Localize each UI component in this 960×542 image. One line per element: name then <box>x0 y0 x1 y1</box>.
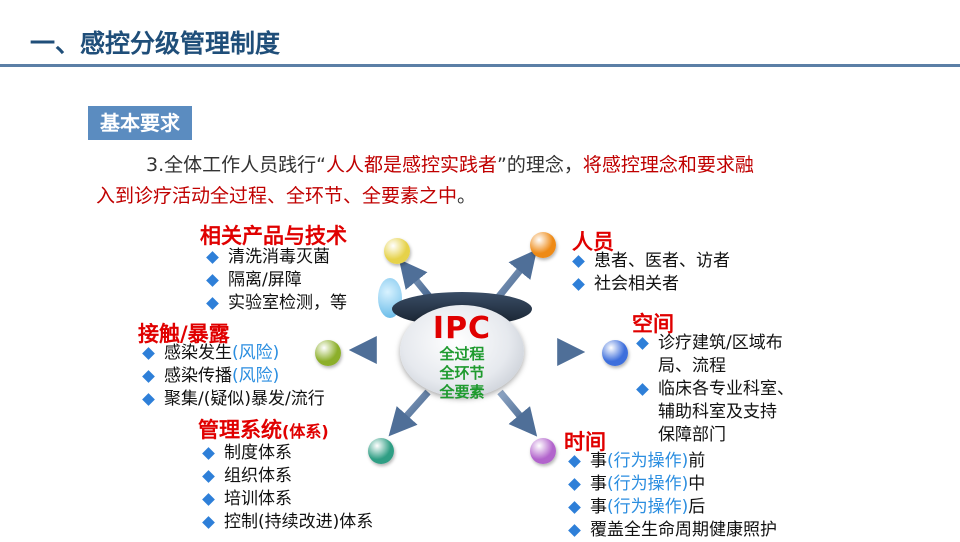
paragraph-highlight: 人人都是感控实践者 <box>325 154 497 176</box>
list-item: 事(行为操作)前 <box>568 450 777 473</box>
list-item-text: 感染发生 <box>164 343 232 363</box>
list-item: 聚集/(疑似)暴发/流行 <box>142 388 325 411</box>
list-item: 感染传播(风险) <box>142 365 325 388</box>
paragraph-line-2: 入到诊疗活动全过程、全环节、全要素之中。 <box>96 181 866 212</box>
time-list: 事(行为操作)前 事(行为操作)中 事(行为操作)后 覆盖全生命周期健康照护 <box>568 450 777 542</box>
list-item: 培训体系 <box>202 488 373 511</box>
list-item: 制度体系 <box>202 442 373 465</box>
list-item: 诊疗建筑/区域布 <box>636 332 794 355</box>
title-divider <box>0 64 960 67</box>
paragraph-text: ”的理念， <box>497 154 583 176</box>
list-item-continued: 局、流程 <box>658 356 726 376</box>
requirement-paragraph: 3.全体工作人员践行“人人都是感控实践者”的理念，将感控理念和要求融 入到诊疗活… <box>96 150 866 212</box>
management-list: 制度体系 组织体系 培训体系 控制(持续改进)体系 <box>202 442 373 534</box>
hub-line: 全过程 <box>439 345 485 363</box>
list-item: 覆盖全生命周期健康照护 <box>568 519 777 542</box>
contact-list: 感染发生(风险) 感染传播(风险) 聚集/(疑似)暴发/流行 <box>142 342 325 411</box>
products-dot <box>384 238 410 264</box>
paragraph-highlight: 将感控理念和要求融 <box>582 154 754 176</box>
list-item: 事(行为操作)后 <box>568 496 777 519</box>
list-item-text: 感染传播 <box>164 366 232 386</box>
list-item-note: (风险) <box>232 343 280 363</box>
list-item-text: 前 <box>688 451 706 471</box>
arrow-to-people <box>493 249 538 303</box>
arrow-to-time <box>497 389 538 437</box>
list-item: 清洗消毒灭菌 <box>206 246 347 269</box>
hub-line: 全要素 <box>439 383 485 401</box>
management-title: 管理系统(体系) <box>198 414 329 444</box>
list-item: 实验室检测，等 <box>206 292 347 315</box>
products-title: 相关产品与技术 <box>200 224 347 248</box>
people-list: 患者、医者、访者 社会相关者 <box>572 250 730 296</box>
list-item-continued: 辅助科室及支持 <box>658 402 777 422</box>
hub-title: IPC <box>432 311 492 346</box>
paragraph-text: 3.全体工作人员践行“ <box>146 154 326 176</box>
list-item: 事(行为操作)中 <box>568 473 777 496</box>
space-dot <box>602 340 628 366</box>
list-item-text: 覆盖全生命周期健康照护 <box>590 520 777 540</box>
list-item-text: 事 <box>590 474 607 494</box>
arrow-to-management <box>388 389 431 437</box>
list-item: 控制(持续改进)体系 <box>202 511 373 534</box>
list-item-note: (风险) <box>232 366 280 386</box>
list-item-text: 事 <box>590 451 607 471</box>
space-list: 诊疗建筑/区域布 局、流程 临床各专业科室、 辅助科室及支持 保障部门 <box>636 332 794 447</box>
paragraph-highlight: 入到诊疗活动全过程、全环节、全要素之中 <box>96 185 458 207</box>
list-item-text: 事 <box>590 497 607 517</box>
list-item-text: 聚集/(疑似)暴发/流行 <box>164 389 325 409</box>
page-title: 一、感控分级管理制度 <box>30 29 281 58</box>
list-item-note: (行为操作) <box>607 451 689 471</box>
ipc-hub <box>400 305 524 397</box>
paragraph-line-1: 3.全体工作人员践行“人人都是感控实践者”的理念，将感控理念和要求融 <box>96 150 866 181</box>
list-item: 社会相关者 <box>572 273 730 296</box>
list-item-continued: 保障部门 <box>658 425 726 445</box>
list-item: 隔离/屏障 <box>206 269 347 292</box>
list-item-text: 中 <box>688 474 706 494</box>
management-title-suffix: (体系) <box>282 422 329 441</box>
list-item-note: (行为操作) <box>607 474 689 494</box>
list-item: 组织体系 <box>202 465 373 488</box>
management-title-main: 管理系统 <box>198 418 282 442</box>
paragraph-text: 。 <box>457 185 477 207</box>
list-item: 患者、医者、访者 <box>572 250 730 273</box>
people-dot <box>530 232 556 258</box>
section-badge: 基本要求 <box>88 106 192 140</box>
list-item-note: (行为操作) <box>607 497 689 517</box>
list-item-text: 后 <box>688 497 706 517</box>
time-dot <box>530 438 556 464</box>
products-list: 清洗消毒灭菌 隔离/屏障 实验室检测，等 <box>206 246 347 315</box>
hub-line: 全环节 <box>439 364 485 382</box>
list-item: 临床各专业科室、 <box>636 378 794 401</box>
list-item: 感染发生(风险) <box>142 342 325 365</box>
